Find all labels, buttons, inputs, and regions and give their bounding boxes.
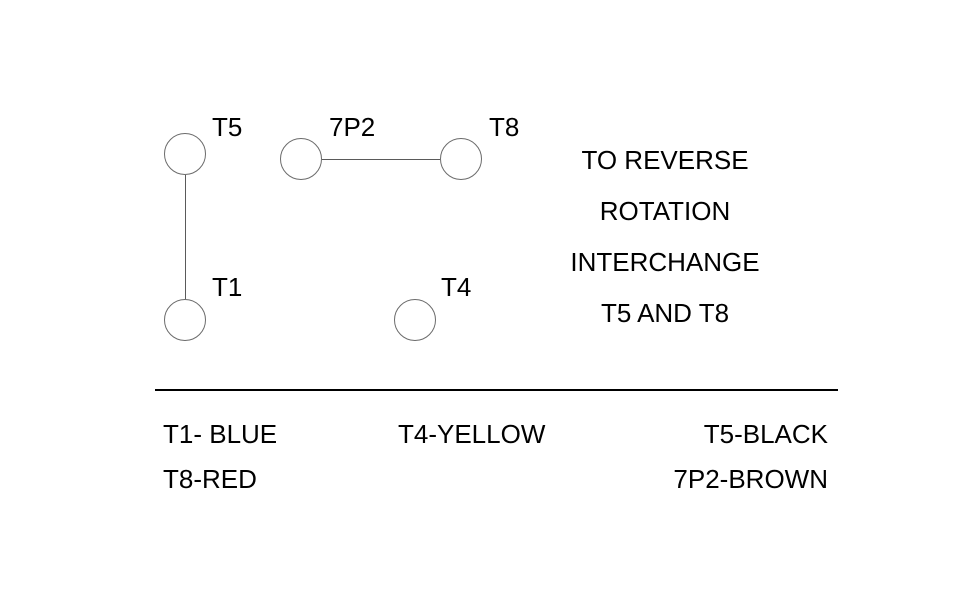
terminal-node-t1[interactable] <box>164 299 206 341</box>
note-line-terminals: T5 AND T8 <box>600 298 730 328</box>
terminal-node-7p2[interactable] <box>280 138 322 180</box>
wire-7p2-to-t8 <box>322 159 440 160</box>
terminal-node-t8[interactable] <box>440 138 482 180</box>
terminal-label-t5: T5 <box>212 112 243 142</box>
section-divider <box>155 389 838 391</box>
note-line-interchange: INTERCHANGE <box>570 247 760 277</box>
terminal-label-t4: T4 <box>441 272 472 302</box>
legend-item-t5: T5-BLACK <box>703 419 828 449</box>
note-line-reverse: TO REVERSE <box>581 145 749 175</box>
legend-item-t4: T4-YELLOW <box>398 419 546 449</box>
terminal-node-t4[interactable] <box>394 299 436 341</box>
terminal-node-t5[interactable] <box>164 133 206 175</box>
legend-item-7p2: 7P2-BROWN <box>673 464 828 494</box>
legend-item-t8: T8-RED <box>163 464 257 494</box>
note-line-rotation: ROTATION <box>599 196 731 226</box>
legend-item-t1: T1- BLUE <box>163 419 278 449</box>
terminal-label-7p2: 7P2 <box>329 112 376 142</box>
wire-t5-to-t1 <box>185 175 186 299</box>
terminal-label-t8: T8 <box>489 112 520 142</box>
terminal-label-t1: T1 <box>212 272 243 302</box>
